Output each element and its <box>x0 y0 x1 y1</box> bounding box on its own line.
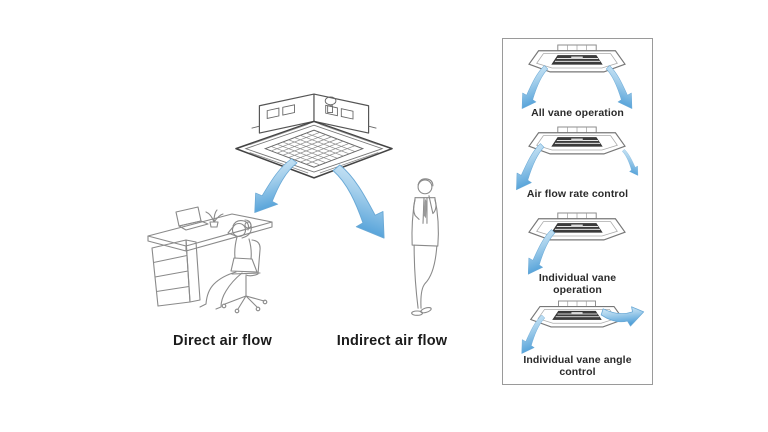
grille-crosshatch <box>270 132 356 166</box>
all-vane-operation-label: All vane operation <box>531 107 624 119</box>
standing-man-illustration <box>411 178 439 316</box>
main-scene: Direct air flow Indirect air flow <box>147 93 448 349</box>
all-vane-operation-icon <box>521 44 633 109</box>
tie <box>423 198 427 219</box>
individual-vane-operation-icon <box>527 212 626 275</box>
individual-vane-angle-control-label: Individual vane angle control <box>523 354 632 378</box>
individual-vane-angle-control-icon <box>521 300 645 354</box>
direct-airflow-label: Direct air flow <box>173 333 272 349</box>
indirect-airflow-label: Indirect air flow <box>336 333 448 349</box>
woman-at-desk-illustration <box>147 206 273 314</box>
individual-vane-operation-label: Individual vane operation <box>538 272 617 296</box>
airflow-arrow-indirect <box>332 164 385 239</box>
ceiling-cassette-unit-icon <box>235 93 393 179</box>
air-flow-rate-control-icon <box>516 126 639 191</box>
air-flow-rate-control-label: Air flow rate control <box>526 188 629 200</box>
vane-modes-panel: All vane operation Air flow rate control… <box>502 38 653 385</box>
